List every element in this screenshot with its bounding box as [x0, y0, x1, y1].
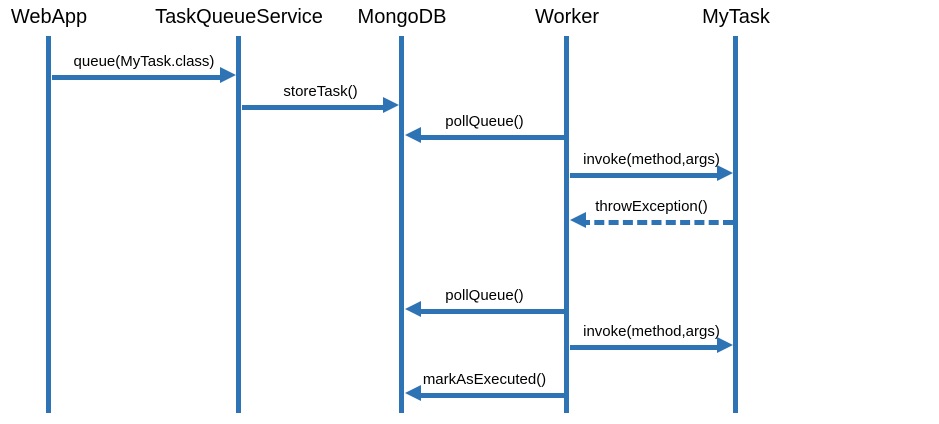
participant-label: MongoDB [357, 6, 447, 28]
arrowhead-icon [220, 67, 236, 83]
message-line [580, 220, 733, 225]
message-line [570, 173, 723, 178]
participant-label: Worker [534, 6, 600, 28]
lifeline [564, 36, 569, 413]
message-label: invoke(method,args) [583, 151, 720, 168]
arrowhead-icon [405, 127, 421, 143]
arrowhead-icon [570, 212, 586, 228]
arrowhead-icon [717, 337, 733, 353]
participant-label: WebApp [10, 6, 88, 28]
message-label: invoke(method,args) [583, 323, 720, 340]
message-label: throwException() [595, 198, 708, 215]
message-label: pollQueue() [445, 113, 524, 130]
arrowhead-icon [405, 385, 421, 401]
message-label: storeTask() [283, 83, 358, 100]
arrowhead-icon [405, 301, 421, 317]
message-label: markAsExecuted() [422, 371, 547, 388]
lifeline [399, 36, 404, 413]
arrowhead-icon [383, 97, 399, 113]
participant-label: TaskQueueService [155, 6, 323, 28]
message-line [415, 393, 564, 398]
message-line [52, 75, 226, 80]
message-label: pollQueue() [445, 287, 524, 304]
message-label: queue(MyTask.class) [73, 53, 215, 70]
message-line [570, 345, 723, 350]
arrowhead-icon [717, 165, 733, 181]
lifeline [46, 36, 51, 413]
lifeline [236, 36, 241, 413]
participant-label: MyTask [702, 6, 770, 28]
message-line [415, 135, 564, 140]
message-line [415, 309, 564, 314]
message-line [242, 105, 389, 110]
lifeline [733, 36, 738, 413]
